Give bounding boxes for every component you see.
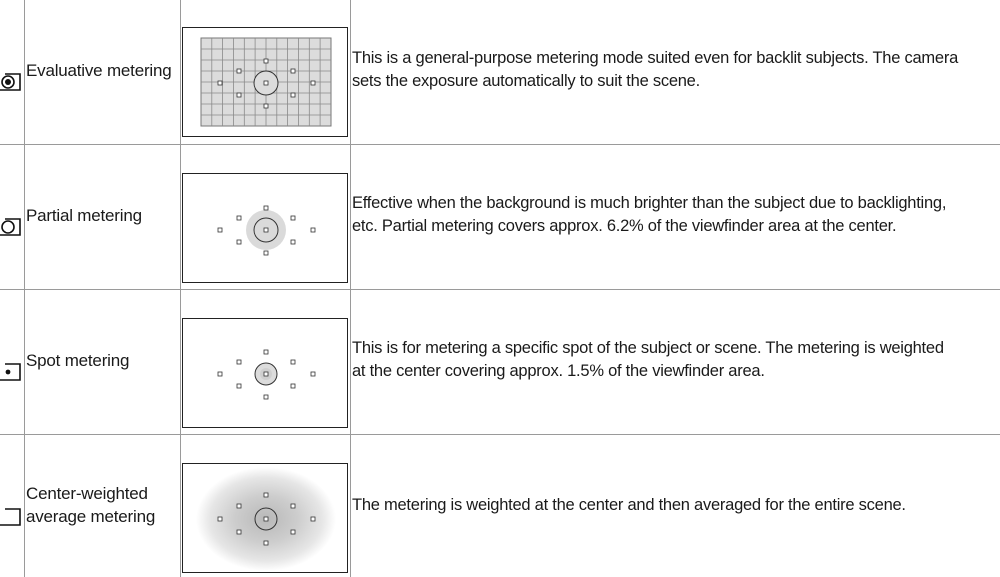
table-row-center-weighted: Center-weighted average metering — [0, 435, 1000, 577]
description-line: This is for metering a specific spot of … — [352, 339, 944, 357]
description-line: etc. Partial metering covers approx. 6.2… — [352, 217, 897, 235]
mode-label-line: average metering — [26, 507, 156, 526]
spot-metering-icon — [0, 363, 21, 381]
mode-label: Center-weighted average metering — [26, 482, 155, 528]
description-line: This is a general-purpose metering mode … — [352, 49, 959, 67]
spot-pattern — [217, 349, 316, 400]
description-line: at the center covering approx. 1.5% of t… — [352, 362, 765, 380]
description-line: Effective when the background is much br… — [352, 194, 947, 212]
center-weighted-metering-diagram — [182, 463, 348, 573]
mode-label-line: Center-weighted — [26, 484, 148, 503]
center-weighted-metering-icon — [0, 508, 21, 526]
mode-description: Effective when the background is much br… — [352, 192, 1000, 238]
spot-metering-diagram — [182, 318, 348, 428]
evaluative-metering-diagram — [182, 27, 348, 137]
mode-label: Evaluative metering — [26, 61, 172, 80]
mode-label: Partial metering — [26, 206, 142, 225]
column-divider — [24, 0, 25, 577]
description-line: The metering is weighted at the center a… — [352, 496, 906, 514]
center-weighted-pattern — [196, 467, 336, 571]
mode-description: This is a general-purpose metering mode … — [352, 47, 1000, 93]
column-divider — [180, 0, 181, 577]
table-row-spot: Spot metering This is for mete — [0, 290, 1000, 435]
partial-metering-icon — [0, 218, 21, 236]
partial-metering-diagram — [182, 173, 348, 283]
mode-label: Spot metering — [26, 351, 130, 370]
mode-description: This is for metering a specific spot of … — [352, 337, 1000, 383]
evaluative-metering-icon — [0, 73, 21, 91]
description-line: sets the exposure automatically to suit … — [352, 72, 700, 90]
mode-description: The metering is weighted at the center a… — [352, 494, 1000, 517]
column-divider — [350, 0, 351, 577]
table-row-partial: Partial metering Effective whe — [0, 145, 1000, 290]
grid-pattern — [200, 37, 332, 127]
partial-pattern — [217, 205, 316, 256]
table-row-evaluative: Evaluative metering — [0, 0, 1000, 145]
